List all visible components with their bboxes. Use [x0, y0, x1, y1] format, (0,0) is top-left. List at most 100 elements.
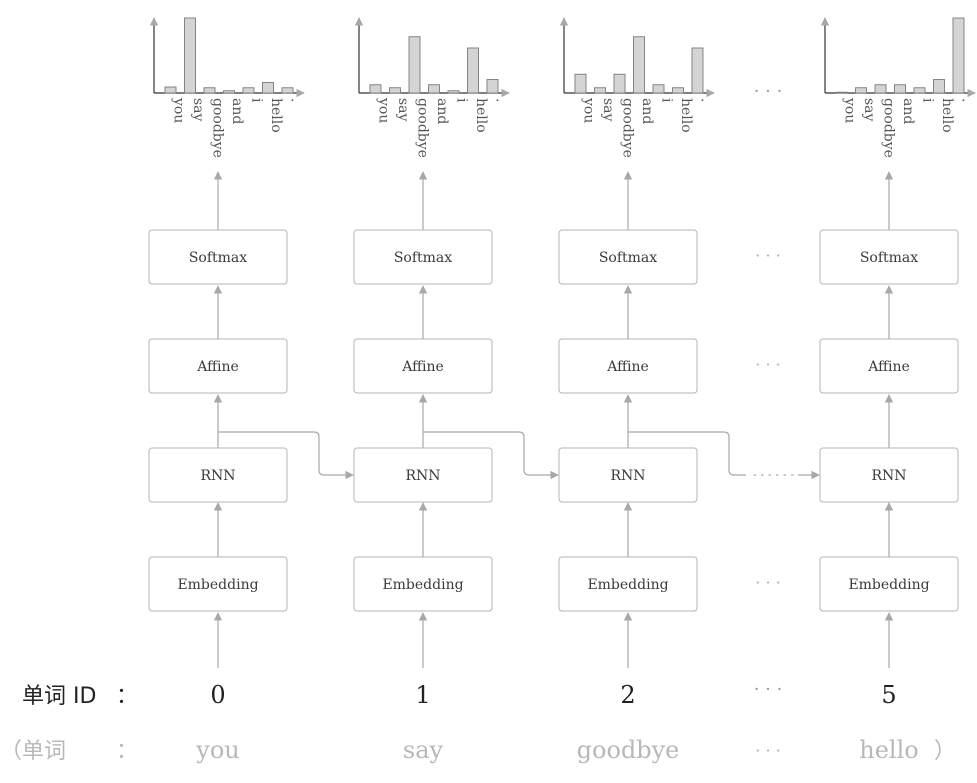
softmax-label-timestep-3: Softmax [599, 250, 657, 266]
ellipsis-column: · · · · · · · · · · · · · · · · · · [754, 81, 783, 760]
vocab-label-timestep-3-3: and [639, 98, 655, 124]
bar-timestep-1-say [184, 17, 196, 94]
input-word-timestep-4: hello [859, 736, 918, 764]
bar-timestep-4-you [835, 91, 848, 94]
word-row-label: （单词 [0, 739, 66, 764]
bar-timestep-2-. [486, 79, 499, 94]
softmax-box-timestep-1 [148, 229, 288, 285]
embedding-label-timestep-1: Embedding [177, 577, 258, 593]
word-ellipsis: · · · [755, 741, 780, 760]
bar-timestep-1-and [223, 90, 235, 94]
embedding-box-timestep-4 [819, 556, 959, 612]
vocab-label-timestep-1-4: i [249, 98, 265, 103]
recurrent-connection-2-to-3 [423, 431, 559, 480]
word-id-timestep-1: 0 [210, 681, 225, 709]
embedding-box-timestep-3 [558, 556, 698, 612]
vocab-label-timestep-4-6: . [959, 98, 975, 102]
embedding-label-timestep-4: Embedding [848, 577, 929, 593]
embedding-ellipsis: · · · [755, 573, 780, 592]
recurrent-connection-1-to-2 [218, 431, 354, 480]
softmax-label-timestep-4: Softmax [860, 250, 918, 266]
rnn-box-timestep-4 [819, 447, 959, 503]
bar-timestep-4-. [952, 17, 965, 94]
bar-timestep-1-i [242, 87, 255, 94]
output-ellipsis: · · · [754, 81, 783, 102]
vocab-label-timestep-3-0: you [581, 97, 597, 123]
bar-timestep-1-. [281, 87, 294, 94]
softmax-box-timestep-2 [353, 229, 493, 285]
embedding-label-timestep-3: Embedding [587, 577, 668, 593]
rnn-label-timestep-1: RNN [200, 468, 235, 484]
vocab-label-timestep-3-6: . [698, 98, 714, 102]
bar-timestep-4-and [894, 84, 906, 94]
vocab-label-timestep-3-2: goodbye [620, 98, 636, 158]
vocab-label-timestep-4-4: i [920, 98, 936, 103]
affine-box-timestep-3 [558, 338, 698, 394]
bar-timestep-4-goodbye [874, 84, 887, 94]
bar-timestep-2-i [447, 90, 460, 94]
vocab-label-timestep-4-1: say [861, 98, 877, 122]
bar-timestep-3-say [594, 87, 606, 94]
affine-ellipsis: · · · [755, 355, 780, 374]
bar-timestep-2-you [369, 84, 382, 94]
input-rows: 单词 ID ： （单词 ： ） 0 you 1 say 2 goodbye 5 hello [0, 681, 956, 764]
softmax-box-timestep-4 [819, 229, 959, 285]
bar-timestep-1-hello [262, 82, 274, 94]
bar-timestep-2-and [428, 84, 440, 94]
word-row-colon: ： [116, 739, 138, 764]
vocab-label-timestep-2-4: i [454, 98, 470, 103]
input-word-timestep-3: goodbye [577, 736, 680, 764]
vocab-label-timestep-3-1: say [600, 98, 616, 122]
bar-timestep-3-. [691, 47, 704, 94]
rnn-label-timestep-4: RNN [871, 468, 906, 484]
connections [213, 171, 894, 668]
bar-timestep-3-and [633, 36, 645, 94]
vocab-label-timestep-4-2: goodbye [881, 98, 897, 158]
affine-label-timestep-4: Affine [867, 359, 910, 375]
affine-box-timestep-1 [148, 338, 288, 394]
bar-timestep-1-goodbye [203, 87, 216, 94]
word-id-timestep-3: 2 [620, 681, 635, 709]
softmax-box-timestep-3 [558, 229, 698, 285]
vocab-label-timestep-2-2: goodbye [415, 98, 431, 158]
word-id-ellipsis: · · · [754, 679, 783, 700]
word-id-timestep-2: 1 [415, 681, 430, 709]
vocab-label-timestep-2-6: . [493, 98, 509, 102]
vocab-label-timestep-4-5: hello [939, 98, 955, 133]
bar-timestep-4-hello [933, 79, 945, 94]
rnn-label-timestep-3: RNN [610, 468, 645, 484]
bar-timestep-3-hello [672, 87, 684, 94]
bar-timestep-4-i [913, 87, 926, 94]
affine-label-timestep-2: Affine [401, 359, 444, 375]
input-word-timestep-1: you [195, 736, 239, 764]
vocab-label-timestep-4-3: and [900, 98, 916, 124]
softmax-label-timestep-1: Softmax [189, 250, 247, 266]
rnn-box-timestep-1 [148, 447, 288, 503]
bar-timestep-1-you [164, 86, 177, 94]
embedding-label-timestep-2: Embedding [382, 577, 463, 593]
word-row-close-paren: ） [934, 739, 956, 764]
softmax-ellipsis: · · · [755, 246, 780, 265]
input-word-timestep-2: say [403, 736, 444, 764]
affine-box-timestep-4 [819, 338, 959, 394]
bar-timestep-3-goodbye [613, 73, 626, 94]
bar-timestep-2-hello [467, 47, 479, 94]
vocab-label-timestep-2-5: hello [473, 98, 489, 133]
vocab-label-timestep-3-4: i [659, 98, 675, 103]
vocab-label-timestep-3-5: hello [678, 98, 694, 133]
vocab-label-timestep-4-0: you [842, 97, 858, 123]
affine-label-timestep-3: Affine [606, 359, 649, 375]
word-id-row-colon: ： [116, 684, 138, 709]
word-id-timestep-4: 5 [881, 681, 896, 709]
affine-box-timestep-2 [353, 338, 493, 394]
vocab-label-timestep-1-5: hello [268, 98, 284, 133]
bar-timestep-4-say [855, 87, 867, 94]
word-id-row-label: 单词 ID [22, 684, 96, 709]
recurrent-connection-3-out [628, 431, 746, 476]
bar-timestep-2-goodbye [408, 36, 421, 94]
vocab-label-timestep-2-0: you [376, 97, 392, 123]
